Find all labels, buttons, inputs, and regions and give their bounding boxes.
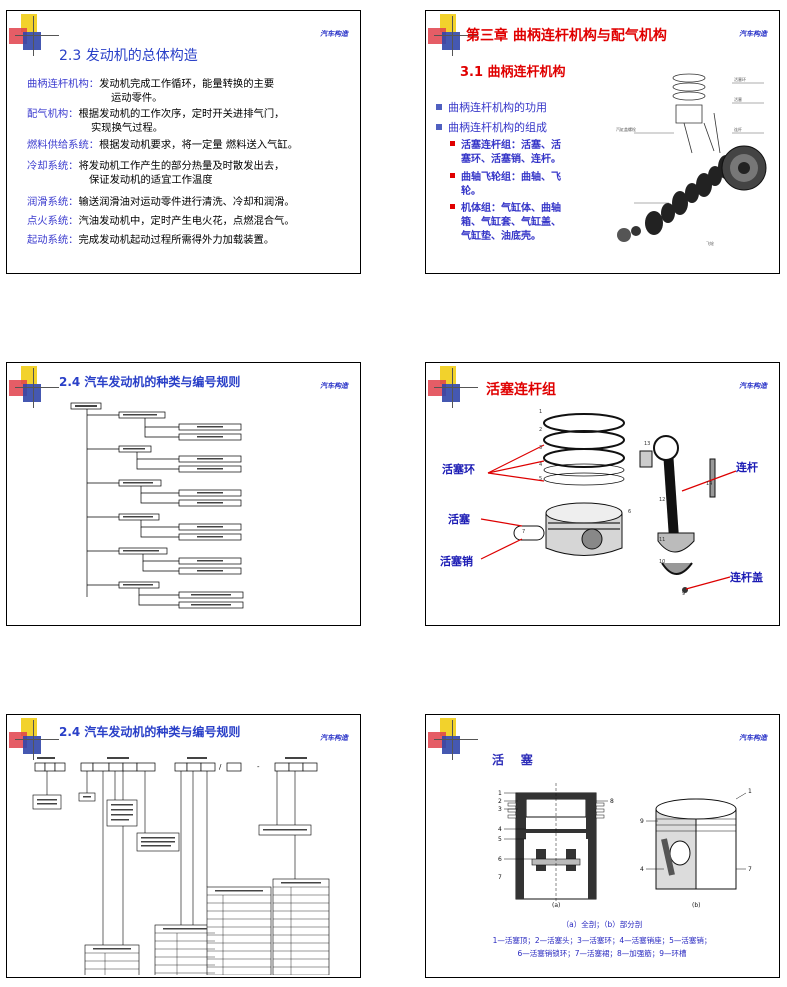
label-rod-cap: 连杆盖: [730, 571, 763, 584]
sub-block-group: 机体组：气缸体、曲轴 箱、气缸套、气缸盖、 气缸垫、油底壳。: [450, 202, 561, 244]
svg-text:4: 4: [539, 462, 542, 468]
definition-cooling: 冷却系统：将发动机工作产生的部分热量及时散发出去， 保证发动机的适宜工作温度: [27, 160, 285, 186]
bullet-composition: 曲柄连杆机构的组成: [436, 119, 547, 135]
svg-text:1: 1: [498, 790, 502, 797]
sub-piston-group: 活塞连杆组：活塞、活 塞环、活塞销、连杆。: [450, 139, 561, 167]
svg-text:活塞环: 活塞环: [734, 76, 746, 82]
svg-text:飞轮: 飞轮: [706, 240, 714, 246]
svg-text:3: 3: [498, 806, 502, 813]
svg-text:8: 8: [610, 798, 614, 805]
figure-caption-legend-line2: 6—活塞销锁环；7—活塞裙；8—加强筋；9—环槽: [517, 949, 687, 958]
svg-text:连杆: 连杆: [734, 126, 742, 132]
svg-text:12: 12: [659, 497, 665, 503]
definition-lubrication: 润滑系统：输送润滑油对运动零件进行清洗、冷却和润滑。: [27, 196, 295, 208]
slide-decoration: [9, 366, 59, 408]
term-label: 曲柄连杆机构：: [27, 78, 100, 90]
svg-text:10: 10: [659, 559, 665, 565]
slide-crank-mechanism[interactable]: 汽车构造 第三章 曲柄连杆机构与配气机构 3.1 曲柄连杆机构 曲柄连杆机构的功…: [425, 10, 780, 274]
definition-starting: 起动系统：完成发动机起动过程所需得外力加载装置。: [27, 234, 275, 246]
label-piston-pin: 活塞销: [440, 555, 473, 568]
slide-piston-rod-group[interactable]: 汽车构造 活塞连杆组: [425, 362, 780, 626]
slide-engine-types-tree[interactable]: 汽车构造 2.4 汽车发动机的种类与编号规则: [6, 362, 361, 626]
figure-b-label: (b): [692, 902, 701, 909]
course-tag: 汽车构造: [739, 382, 767, 390]
term-label: 起动系统：: [27, 234, 79, 246]
chapter-title: 第三章 曲柄连杆机构与配气机构: [466, 28, 667, 44]
definition-fuel: 燃料供给系统：根据发动机要求，将一定量 燃料送入气缸。: [27, 139, 298, 151]
slide-title: 活塞连杆组: [486, 382, 556, 398]
svg-text:/: /: [219, 763, 222, 771]
course-tag: 汽车构造: [320, 30, 348, 38]
classification-tree-diagram: [70, 402, 244, 609]
svg-text:4: 4: [640, 866, 644, 873]
slide-decoration: [428, 718, 478, 760]
svg-text:6: 6: [628, 509, 631, 515]
label-piston: 活塞: [448, 513, 470, 526]
slide-title: 2.4 汽车发动机的种类与编号规则: [59, 375, 241, 389]
svg-text:7: 7: [522, 529, 525, 535]
crankshaft-illustration: 汽缸盖螺栓 活塞环 活塞 连杆 飞轮: [616, 73, 767, 246]
section-title: 3.1 曲柄连杆机构: [460, 65, 566, 80]
figure-caption-legend-line1: 1—活塞顶；2—活塞头；3—活塞环；4—活塞销座；5—活塞销；: [492, 936, 712, 945]
svg-text:9: 9: [640, 818, 644, 825]
svg-text:1: 1: [539, 409, 542, 415]
svg-text:2: 2: [498, 798, 502, 805]
slide-title: 活 塞: [492, 753, 533, 767]
definition-ignition: 点火系统：汽油发动机中，定时产生电火花，点燃混合气。: [27, 215, 295, 227]
course-tag: 汽车构造: [739, 30, 767, 38]
svg-text:2: 2: [539, 427, 542, 433]
slide-title: 2.3 发动机的总体构造: [59, 48, 198, 64]
svg-text:1: 1: [748, 788, 752, 795]
slide-engine-structure[interactable]: 汽车构造 2.3 发动机的总体构造 曲柄连杆机构：发动机完成工作循环，能量转换的…: [6, 10, 361, 274]
svg-text:5: 5: [539, 476, 542, 482]
term-label: 冷却系统：: [27, 160, 79, 172]
sub-crankshaft-group: 曲轴飞轮组：曲轴、飞 轮。: [450, 171, 561, 199]
svg-text:9: 9: [682, 591, 685, 597]
slide-decoration: [9, 718, 59, 760]
term-label: 配气机构：: [27, 108, 79, 120]
slide-decoration: [9, 14, 59, 56]
svg-text:7: 7: [498, 874, 502, 881]
slide-engine-numbering-rules[interactable]: 汽车构造 2.4 汽车发动机的种类与编号规则: [6, 714, 361, 978]
svg-text:6: 6: [498, 856, 502, 863]
term-label: 点火系统：: [27, 215, 79, 227]
svg-text:4: 4: [498, 826, 502, 833]
course-tag: 汽车构造: [320, 382, 348, 390]
svg-text:7: 7: [748, 866, 752, 873]
svg-text:3: 3: [539, 445, 542, 451]
svg-text:14: 14: [706, 481, 712, 487]
label-connecting-rod: 连杆: [736, 461, 758, 474]
definition-valve: 配气机构：根据发动机的工作次序，定时开关进排气门， 实现换气过程。: [27, 108, 285, 134]
slide-title: 2.4 汽车发动机的种类与编号规则: [59, 725, 241, 739]
svg-text:13: 13: [644, 441, 650, 447]
svg-text:活塞: 活塞: [734, 96, 742, 102]
bullet-function: 曲柄连杆机构的功用: [436, 99, 547, 115]
svg-text:11: 11: [659, 537, 665, 543]
svg-text:-: -: [257, 763, 260, 771]
course-tag: 汽车构造: [739, 734, 767, 742]
term-label: 润滑系统：: [27, 196, 79, 208]
label-piston-rings: 活塞环: [442, 463, 475, 476]
term-label: 燃料供给系统：: [27, 139, 100, 151]
figure-a-label: (a): [552, 902, 560, 909]
svg-text:5: 5: [498, 836, 502, 843]
numbering-rules-diagram: - /: [32, 757, 330, 975]
figure-caption-views: （a）全剖；（b）部分剖: [561, 920, 643, 929]
definition-crank: 曲柄连杆机构：发动机完成工作循环，能量转换的主要 运动零件。: [27, 78, 275, 104]
course-tag: 汽车构造: [320, 734, 348, 742]
slide-decoration: [428, 366, 478, 408]
slide-decoration: [428, 14, 478, 56]
svg-text:汽缸盖螺栓: 汽缸盖螺栓: [616, 126, 636, 132]
